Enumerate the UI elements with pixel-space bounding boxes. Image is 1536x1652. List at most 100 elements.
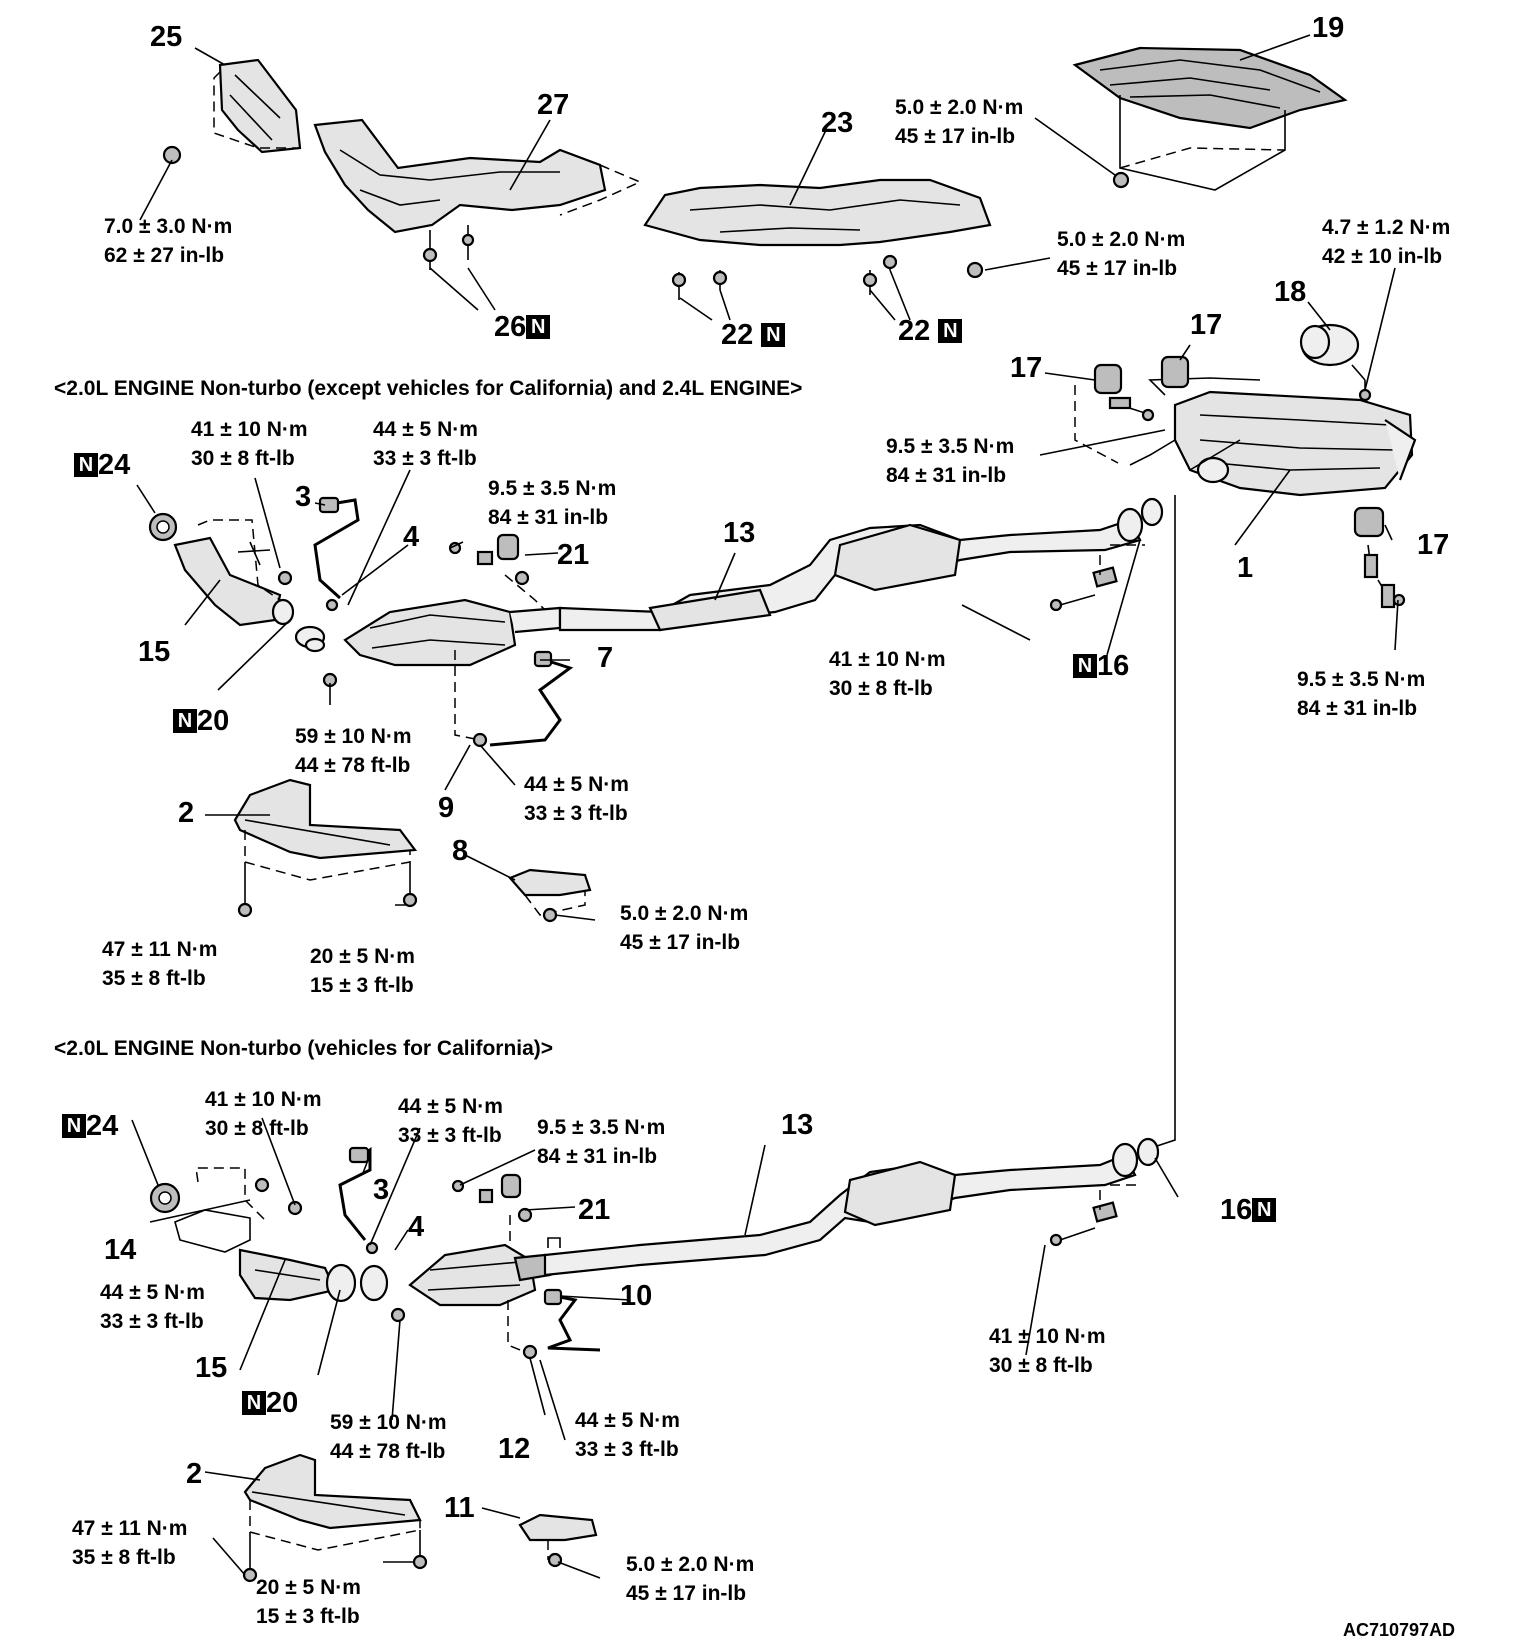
new-part-marker: N xyxy=(1073,654,1097,678)
part-number-17b: 17 xyxy=(1010,352,1043,384)
top-flange-bolts-16 xyxy=(1049,544,1145,612)
new-part-marker: N xyxy=(1252,1198,1277,1222)
part-number-18: 18 xyxy=(1274,276,1307,308)
bottom-front-exhaust-pipe-15 xyxy=(149,1167,357,1303)
new-part-marker: N xyxy=(938,319,963,343)
top-crossmember-2 xyxy=(233,778,418,918)
part-number-15-top: 15 xyxy=(138,636,171,668)
bottom-leader-lines xyxy=(131,1117,1179,1579)
drawing-code: AC710797AD xyxy=(1343,1620,1456,1640)
part-number-3-top: 3 xyxy=(295,481,312,513)
top-o2-sensors-and-wiring xyxy=(277,496,574,748)
bottom-flange-bolts-16 xyxy=(1049,1184,1140,1247)
new-part-marker: N xyxy=(242,1391,266,1415)
new-part-marker: N xyxy=(62,1114,86,1138)
bottom-bracket-11 xyxy=(518,1513,598,1568)
part-number-4-bottom: 4 xyxy=(408,1211,425,1243)
top-center-pipe-13 xyxy=(558,497,1164,632)
part-number-27: 27 xyxy=(537,89,570,121)
part-number-4-top: 4 xyxy=(403,521,420,553)
bottom-catalytic-converter xyxy=(408,1243,552,1307)
part-number-7: 7 xyxy=(597,642,614,674)
part-number-25: 25 xyxy=(150,21,183,53)
section-header-bottom: <2.0L ENGINE Non-turbo (vehicles for Cal… xyxy=(54,1037,554,1060)
new-part-marker: N xyxy=(526,315,551,339)
heat-shield-19-drawing xyxy=(1072,46,1348,191)
top-gasket-20 xyxy=(294,625,326,653)
part-number-21-bottom: 21 xyxy=(578,1194,611,1226)
main-muffler-1-drawing xyxy=(1129,377,1417,497)
part-number-11: 11 xyxy=(444,1492,475,1524)
new-part-marker: N xyxy=(173,709,197,733)
part-number-13-top: 13 xyxy=(723,517,756,549)
part-number-22b: 22 N xyxy=(898,316,963,346)
top-bracket-8 xyxy=(508,868,592,923)
tail-pipe-18-drawing xyxy=(1299,323,1372,402)
heat-shield-leader-lines xyxy=(139,34,1311,321)
hanger-17-drawings xyxy=(1074,355,1406,609)
bottom-bracket-21 xyxy=(451,1173,533,1245)
part-number-21-top: 21 xyxy=(557,539,590,571)
part-number-17a: 17 xyxy=(1190,309,1223,341)
heat-shield-25-drawing xyxy=(213,58,302,154)
section-header-top: <2.0L ENGINE Non-turbo (except vehicles … xyxy=(54,377,803,400)
new-part-marker: N xyxy=(761,323,786,347)
part-number-2-top: 2 xyxy=(178,797,195,829)
top-bracket-21 xyxy=(448,533,546,611)
part-number-1: 1 xyxy=(1237,552,1254,584)
top-leader-lines xyxy=(136,469,1141,921)
part-number-9: 9 xyxy=(438,792,455,824)
part-number-8: 8 xyxy=(452,835,469,867)
heat-shield-27-drawing xyxy=(313,118,642,234)
bottom-crossmember-2 xyxy=(242,1453,428,1583)
part-number-12: 12 xyxy=(498,1433,531,1465)
part-number-10: 10 xyxy=(620,1280,653,1312)
part-number-17c: 17 xyxy=(1417,529,1450,561)
part-number-22a: 22 N xyxy=(721,320,786,350)
bottom-o2-sensors-and-wiring xyxy=(338,1146,601,1360)
top-front-exhaust-pipe-15 xyxy=(148,512,295,627)
bottom-gasket-20 xyxy=(359,1264,389,1302)
part-number-15-bottom: 15 xyxy=(195,1352,228,1384)
bottom-center-pipe-13 xyxy=(543,1137,1160,1277)
part-number-19: 19 xyxy=(1312,12,1345,44)
part-number-3-bottom: 3 xyxy=(373,1174,390,1206)
heat-shield-23-drawing xyxy=(643,178,992,247)
part-number-14: 14 xyxy=(104,1234,137,1266)
part-number-2-bottom: 2 xyxy=(186,1458,203,1490)
new-part-marker: N xyxy=(74,453,98,477)
